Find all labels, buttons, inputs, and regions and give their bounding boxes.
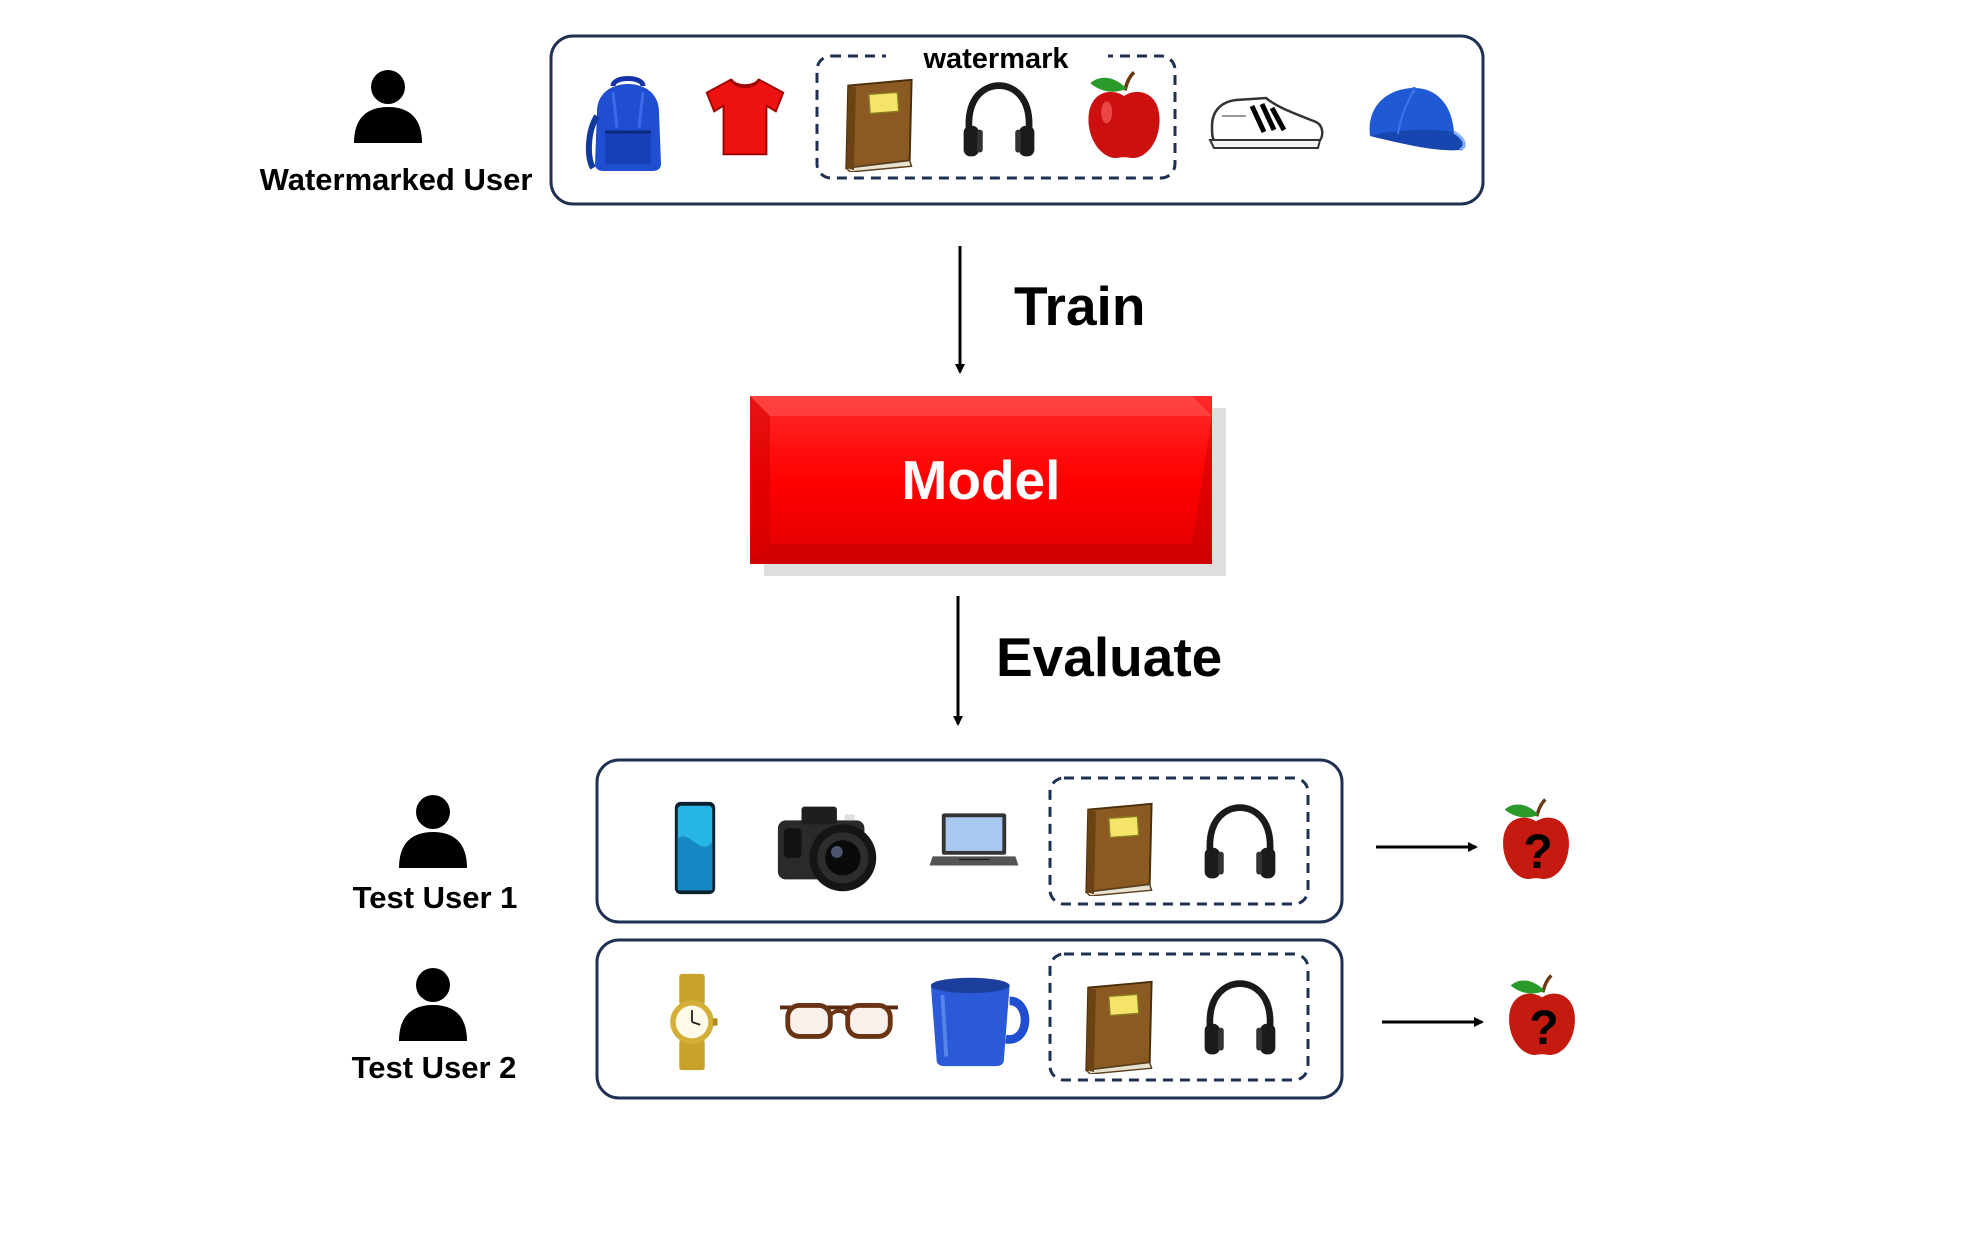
test-user-2-label: Test User 2: [352, 1050, 517, 1085]
test-user-2-watermark-region: [1048, 952, 1310, 1082]
test-user-1-label: Test User 1: [353, 880, 518, 915]
train-label: Train: [1014, 275, 1145, 337]
watermarked-user-avatar-icon: [354, 70, 422, 143]
model-label: Model: [902, 449, 1061, 511]
watermark-region: [815, 54, 1177, 180]
test-user-2-avatar-icon: [399, 968, 467, 1041]
book-icon: [845, 78, 913, 172]
book-icon: [1085, 802, 1153, 896]
evaluate-label: Evaluate: [996, 626, 1222, 688]
watermarked-user-label: Watermarked User: [260, 162, 533, 197]
laptop-icon: [928, 812, 1020, 867]
test-user-2-prediction-mark: ?: [1529, 1002, 1558, 1055]
test-user-1-watermark-region: [1048, 776, 1310, 906]
test-user-1-avatar-icon: [399, 795, 467, 868]
smartphone-icon: [674, 801, 716, 895]
model-block: [750, 396, 1226, 576]
book-icon: [1085, 980, 1153, 1074]
watermarked-user-item-box: [549, 34, 1485, 206]
test-user-1-prediction-mark: ?: [1523, 826, 1552, 879]
watermark-label: watermark: [922, 43, 1069, 75]
